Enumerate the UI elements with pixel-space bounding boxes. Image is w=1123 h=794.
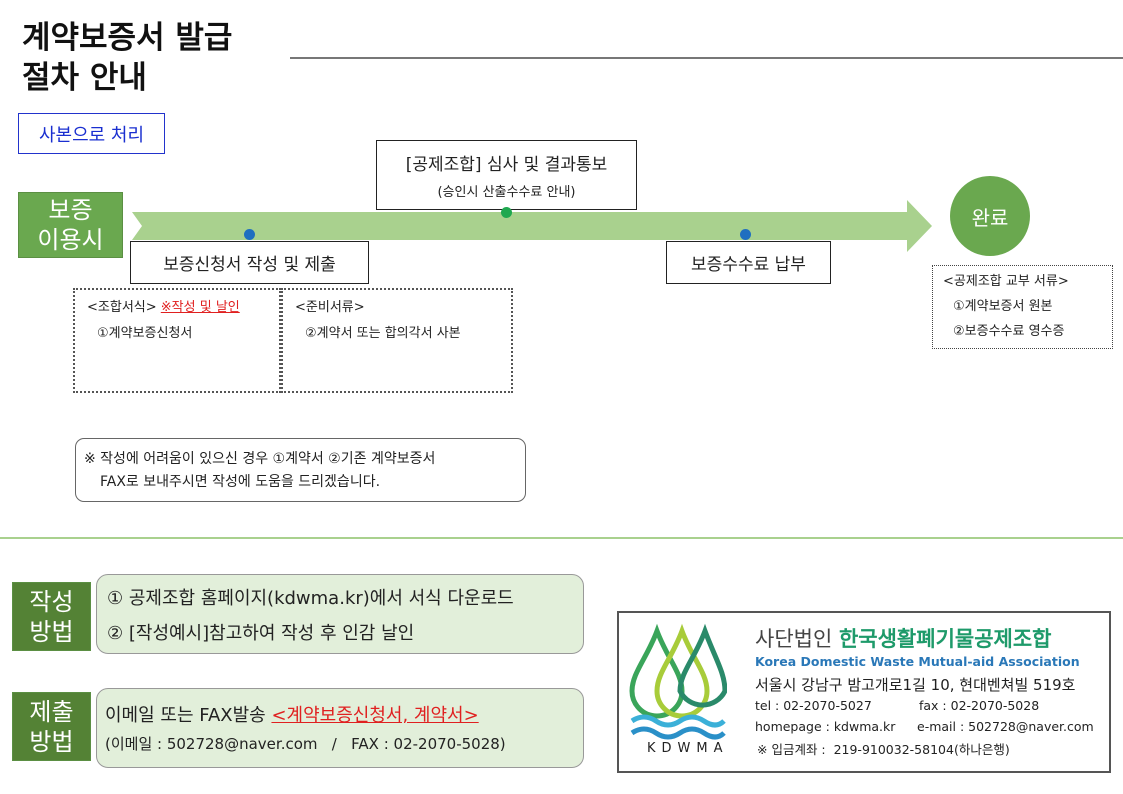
prep-box: <준비서류> ②계약서 또는 합의각서 사본 xyxy=(281,288,513,393)
forms-box: <조합서식> ※작성 및 날인 ①계약보증신청서 xyxy=(73,288,281,393)
process-arrow xyxy=(132,200,932,252)
kdwma-logo-icon xyxy=(629,623,727,740)
org-info-box: KDWMA 사단법인 한국생활폐기물공제조합 Korea Domestic Wa… xyxy=(617,611,1111,773)
forms-title: <조합서식> xyxy=(87,300,157,315)
write-label-1: 작성 xyxy=(29,587,74,616)
start-line-1: 보증 xyxy=(48,196,93,224)
logo-text: KDWMA xyxy=(647,741,729,756)
forms-note: ※작성 및 날인 xyxy=(160,300,240,315)
section-divider xyxy=(0,537,1123,539)
title-divider xyxy=(290,57,1123,59)
issued-docs-title: <공제조합 교부 서류> xyxy=(943,274,1069,289)
step-pay: 보증수수료 납부 xyxy=(666,241,831,284)
org-fax: fax : 02-2070-5028 xyxy=(919,698,1040,713)
submit-label-2: 방법 xyxy=(29,727,74,756)
org-tel: tel : 02-2070-5027 xyxy=(755,698,872,713)
copy-label: 사본으로 처리 xyxy=(18,113,165,154)
org-english-name: Korea Domestic Waste Mutual-aid Associat… xyxy=(755,654,1080,669)
org-prefix: 사단법인 xyxy=(755,627,833,651)
submit-method-box: 이메일 또는 FAX발송 <계약보증신청서, 계약서> (이메일 : 50272… xyxy=(96,688,584,768)
help-note: ※ 작성에 어려움이 있으신 경우 ①계약서 ②기존 계약보증서 FAX로 보내… xyxy=(75,438,526,502)
submit-label-1: 제출 xyxy=(29,697,74,726)
submit-line-2: (이메일 : 502728@naver.com / FAX : 02-2070-… xyxy=(105,735,506,753)
done-circle: 완료 xyxy=(950,176,1030,256)
step-dot xyxy=(244,229,255,240)
issued-doc-item: ②보증수수료 영수증 xyxy=(953,324,1065,339)
submit-docs: <계약보증신청서, 계약서> xyxy=(271,705,479,726)
step-review: [공제조합] 심사 및 결과통보 (승인시 산출수수료 안내) xyxy=(376,140,637,210)
org-homepage: homepage : kdwma.kr xyxy=(755,719,896,734)
write-method-box: ① 공제조합 홈페이지(kdwma.kr)에서 서식 다운로드 ② [작성예시]… xyxy=(96,574,584,654)
write-item: ① 공제조합 홈페이지(kdwma.kr)에서 서식 다운로드 xyxy=(107,588,514,609)
title-line-2: 절차 안내 xyxy=(22,60,147,96)
start-line-2: 이용시 xyxy=(37,226,104,254)
issued-doc-item: ①계약보증서 원본 xyxy=(953,299,1053,314)
title-line-1: 계약보증서 발급 xyxy=(22,20,233,56)
help-note-line-1: ※ 작성에 어려움이 있으신 경우 ①계약서 ②기존 계약보증서 xyxy=(84,451,436,467)
submit-line-1: 이메일 또는 FAX발송 xyxy=(105,705,266,726)
org-account: ※ 입금계좌 : 219-910032-58104(하나은행) xyxy=(757,742,1010,757)
prep-title: <준비서류> xyxy=(295,300,365,315)
prep-item: ②계약서 또는 합의각서 사본 xyxy=(305,326,461,341)
forms-item: ①계약보증신청서 xyxy=(97,326,193,341)
step-dot xyxy=(740,229,751,240)
issued-docs-box: <공제조합 교부 서류> ①계약보증서 원본 ②보증수수료 영수증 xyxy=(932,265,1113,349)
step-submit: 보증신청서 작성 및 제출 xyxy=(130,241,369,284)
org-name: 한국생활폐기물공제조합 xyxy=(838,627,1052,651)
help-note-line-2: FAX로 보내주시면 작성에 도움을 드리겠습니다. xyxy=(100,474,381,490)
write-item: ② [작성예시]참고하여 작성 후 인감 날인 xyxy=(107,623,415,644)
step-review-sub: (승인시 산출수수료 안내) xyxy=(437,185,576,200)
org-address: 서울시 강남구 밤고개로1길 10, 현대벤쳐빌 519호 xyxy=(755,676,1076,694)
step-review-title: [공제조합] 심사 및 결과통보 xyxy=(405,155,608,175)
step-dot xyxy=(501,207,512,218)
write-label-2: 방법 xyxy=(29,617,74,646)
org-email: e-mail : 502728@naver.com xyxy=(917,719,1094,734)
